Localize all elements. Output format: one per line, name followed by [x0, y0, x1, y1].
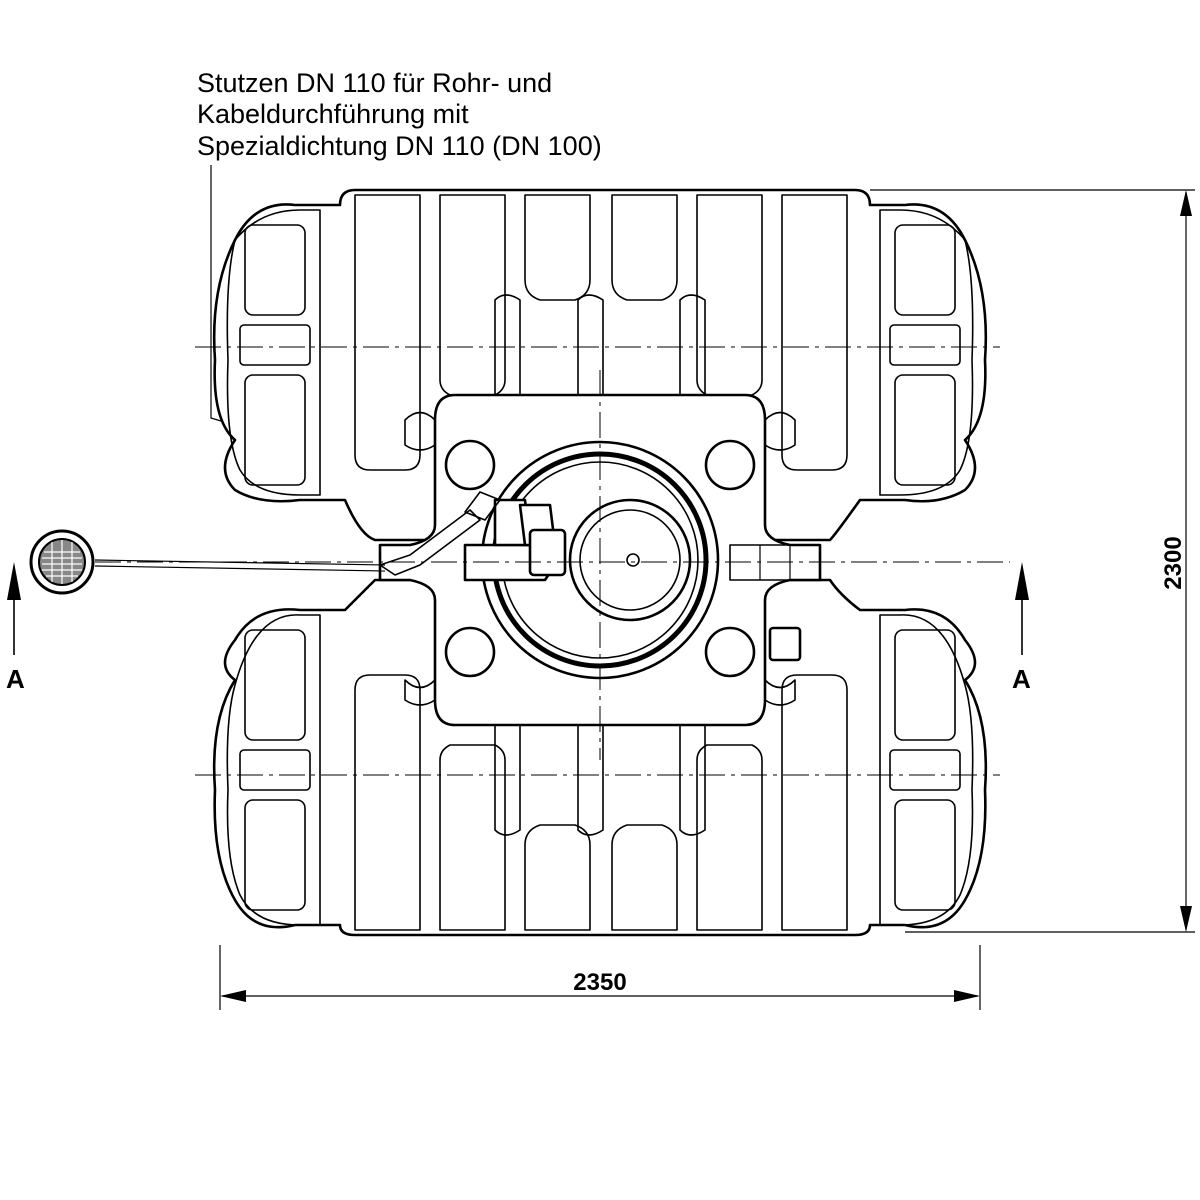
callout-line-3: Spezialdichtung DN 110 (DN 100)	[197, 131, 602, 161]
lower-left-endcap	[226, 614, 321, 926]
riser-pipe-center	[626, 553, 640, 567]
width-dimension-label: 2350	[573, 969, 626, 996]
riser-pipe-inner	[579, 509, 681, 611]
inlet-fitting	[379, 491, 567, 582]
section-label-right: A	[1012, 664, 1031, 694]
endcap-blocks	[239, 224, 961, 911]
riser-pipe-outer	[568, 498, 692, 622]
callout-line-1: Stutzen DN 110 für Rohr- und	[197, 68, 552, 98]
upper-left-endcap	[226, 209, 321, 496]
callout-line-2: Kabeldurchführung mit	[197, 99, 469, 129]
height-dimension-label: 2300	[1160, 536, 1187, 589]
section-marker-right: A	[1012, 562, 1031, 694]
section-label-left: A	[6, 664, 25, 694]
section-marker-left: A	[6, 562, 25, 694]
lower-right-endcap	[879, 614, 974, 926]
corner-bosses	[444, 439, 756, 678]
upper-right-endcap	[879, 209, 974, 496]
dimension-width: 2350	[219, 945, 981, 1010]
floating-filter	[29, 529, 386, 595]
upper-ribs	[354, 194, 848, 471]
side-fitting	[768, 626, 802, 662]
dimension-height: 2300	[870, 189, 1195, 933]
callout-text: Stutzen DN 110 für Rohr- und Kabeldurchf…	[197, 68, 602, 161]
tank-body	[212, 188, 988, 937]
center-lines	[95, 346, 1010, 776]
